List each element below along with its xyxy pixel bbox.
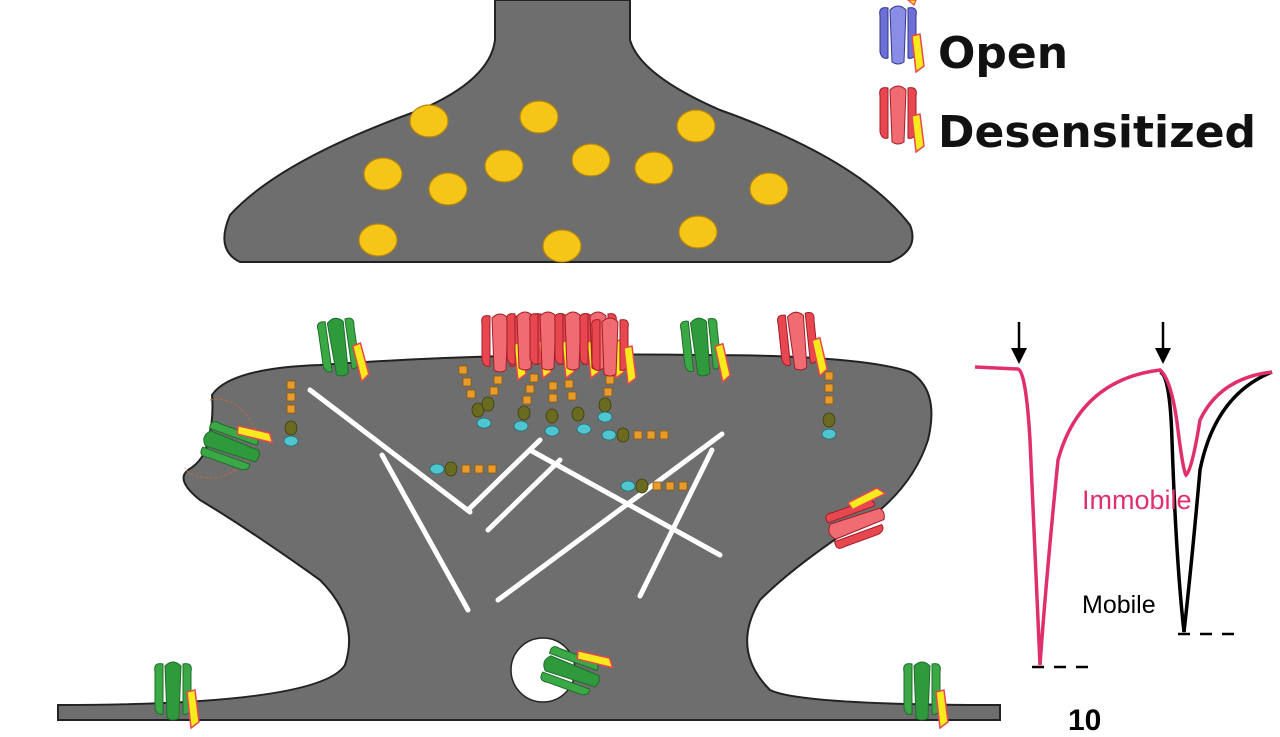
synaptic-vesicles [358, 100, 789, 263]
vesicle [634, 151, 674, 185]
vesicle [363, 157, 403, 191]
legend-open-icon [878, 5, 925, 73]
legend-desensitized-icon [878, 85, 925, 153]
stimulus-arrow-1 [1011, 322, 1027, 364]
vesicle [678, 215, 718, 249]
legend-open-label: Open [938, 28, 1069, 79]
vesicle [542, 229, 582, 263]
legend-desensitized-label: Desensitized [938, 107, 1257, 158]
stimulus-arrow-2 [1155, 322, 1171, 364]
vesicle [358, 223, 398, 257]
mobile-label: Mobile [1082, 591, 1156, 619]
vesicle [428, 172, 468, 206]
vesicle [519, 100, 559, 134]
cytoskeleton [307, 387, 725, 613]
vesicle [749, 172, 789, 206]
endocytic-pit [184, 398, 256, 479]
immobile-label: Immobile [1082, 485, 1192, 515]
presynaptic-terminal [223, 0, 914, 263]
vesicle [409, 104, 449, 138]
scale-bar-label: 10 [1068, 704, 1102, 737]
vesicle [571, 143, 611, 177]
vesicle [484, 149, 524, 183]
current-traces [974, 322, 1273, 669]
legend-closed-icon-fragment [907, 0, 917, 6]
trace-mobile [1159, 370, 1273, 633]
synapse-diagram [57, 0, 1273, 729]
trace-immobile [974, 365, 1273, 666]
vesicle [676, 109, 716, 143]
